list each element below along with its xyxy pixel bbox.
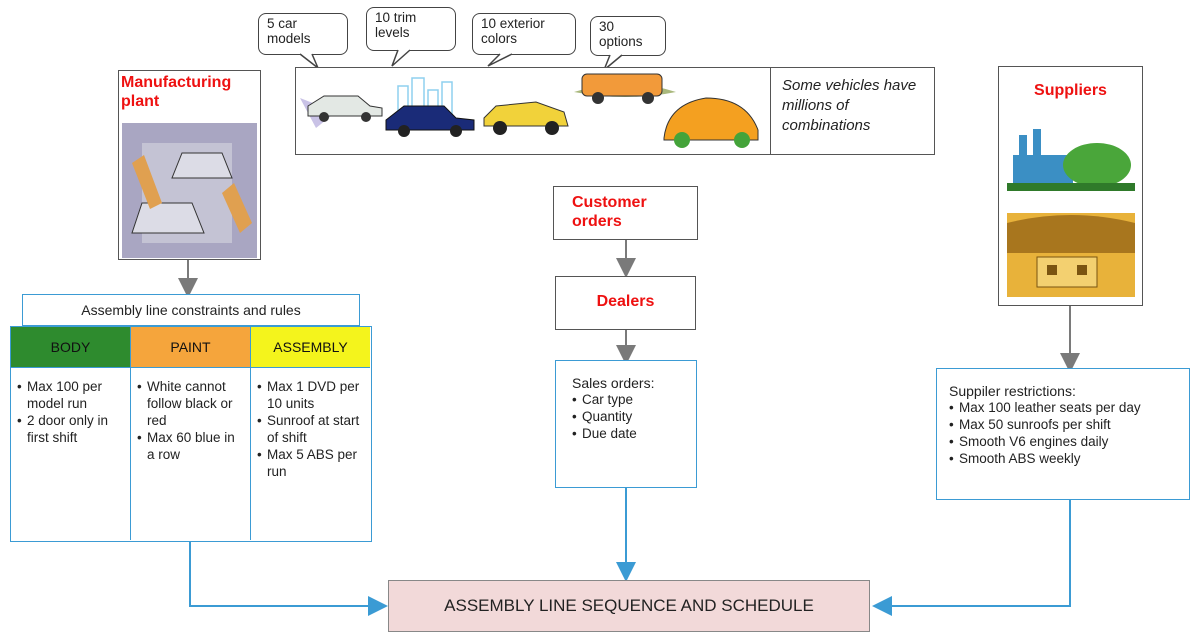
list-item: White cannot follow black or red (137, 378, 246, 429)
paint-rules: White cannot follow black or red Max 60 … (131, 368, 250, 463)
constraints-title: Assembly line constraints and rules (81, 302, 301, 318)
sales-orders-list: Car type Quantity Due date (556, 391, 696, 442)
manufacturing-plant-box: Manufacturing plant (118, 70, 261, 260)
list-item: Max 100 leather seats per day (949, 399, 1189, 416)
car-beetle-icon (663, 97, 759, 148)
suppliers-box: Suppliers (998, 66, 1143, 306)
car-silver-icon (307, 95, 383, 122)
list-item: Max 1 DVD per 10 units (257, 378, 366, 412)
callout-exterior-colors: 10 exterior colors (472, 13, 576, 55)
schedule-box: ASSEMBLY LINE SEQUENCE AND SCHEDULE (388, 580, 870, 632)
factory-icon (1007, 129, 1135, 191)
assembly-header: ASSEMBLY (251, 327, 370, 368)
callout-options: 30 options (590, 16, 666, 56)
car-navy-icon (385, 105, 475, 137)
suppliers-title: Suppliers (1034, 82, 1107, 99)
factory-robots-icon (122, 123, 257, 258)
warehouse-icon (1007, 213, 1135, 297)
arrow-constraints-to-schedule (189, 542, 388, 616)
combinations-note: Some vehicles have millions of combinati… (782, 77, 917, 134)
list-item: Max 100 per model run (17, 378, 126, 412)
list-item: Quantity (572, 408, 696, 425)
constraints-table: BODY Max 100 per model run 2 door only i… (10, 326, 372, 542)
callout-trim-levels: 10 trim levels (366, 7, 456, 51)
vehicle-combinations-panel: Some vehicles have millions of combinati… (295, 67, 935, 155)
list-item: Max 50 sunroofs per shift (949, 416, 1189, 433)
list-item: Smooth ABS weekly (949, 450, 1189, 467)
constraints-title-box: Assembly line constraints and rules (22, 294, 360, 326)
list-item: Smooth V6 engines daily (949, 433, 1189, 450)
panel-divider (770, 68, 771, 154)
list-item: Car type (572, 391, 696, 408)
column-assembly: ASSEMBLY Max 1 DVD per 10 units Sunroof … (251, 327, 370, 540)
callout-tails (299, 49, 623, 71)
list-item: 2 door only in first shift (17, 412, 126, 446)
customer-orders-box: Customer orders (553, 186, 698, 240)
supplier-restrictions-title: Suppiler restrictions: (949, 383, 1076, 399)
column-body: BODY Max 100 per model run 2 door only i… (11, 327, 131, 540)
column-paint: PAINT White cannot follow black or red M… (131, 327, 251, 540)
dealers-box: Dealers (555, 276, 696, 330)
callout-car-models: 5 car models (258, 13, 348, 55)
arrow-restrictions-to-schedule (872, 500, 1071, 616)
list-item: Max 60 blue in a row (137, 429, 246, 463)
sales-orders-box: Sales orders: Car type Quantity Due date (555, 360, 697, 488)
assembly-rules: Max 1 DVD per 10 units Sunroof at start … (251, 368, 370, 480)
dealers-title: Dealers (596, 293, 655, 310)
list-item: Due date (572, 425, 696, 442)
customer-orders-title: Customer orders (572, 194, 647, 230)
body-header: BODY (11, 327, 130, 368)
list-item: Sunroof at start of shift (257, 412, 366, 446)
schedule-title: ASSEMBLY LINE SEQUENCE AND SCHEDULE (444, 596, 814, 615)
body-rules: Max 100 per model run 2 door only in fir… (11, 368, 130, 446)
list-item: Max 5 ABS per run (257, 446, 366, 480)
manufacturing-plant-title: Manufacturing plant (121, 74, 232, 110)
supplier-restrictions-list: Max 100 leather seats per day Max 50 sun… (937, 399, 1189, 467)
cars-illustration (300, 73, 759, 148)
sales-orders-title: Sales orders: (572, 375, 655, 391)
paint-header: PAINT (131, 327, 250, 368)
supplier-restrictions-box: Suppiler restrictions: Max 100 leather s… (936, 368, 1190, 500)
car-yellow-icon (483, 101, 569, 135)
car-orange-suv-icon (581, 73, 663, 104)
